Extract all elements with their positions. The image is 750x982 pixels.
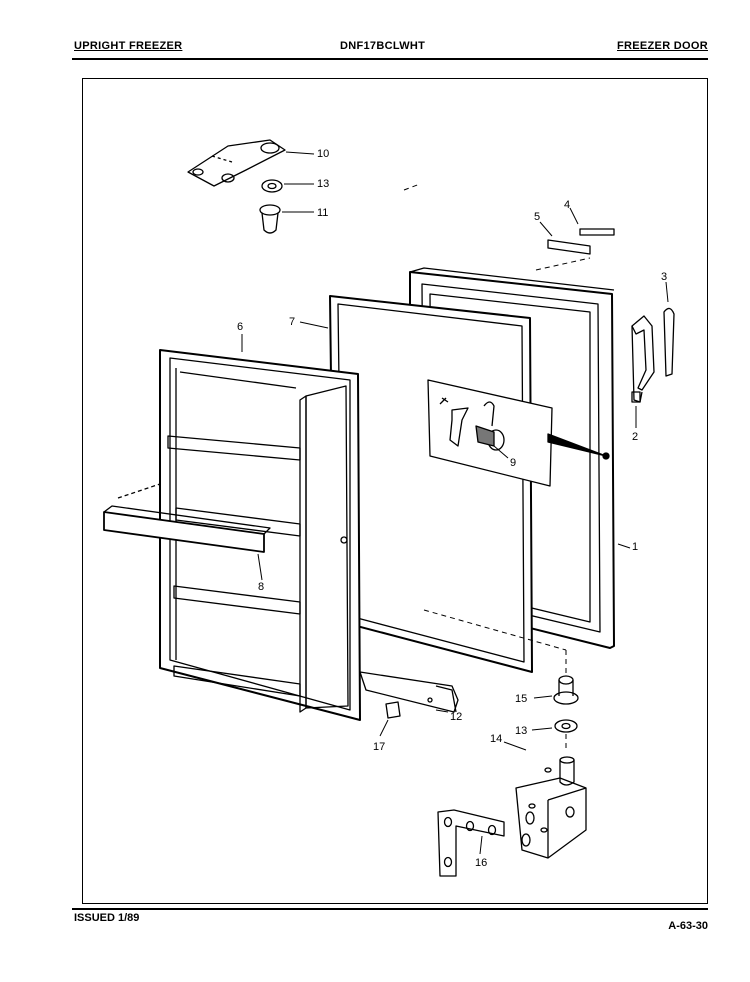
bottom-hinge-bracket-part [515, 756, 587, 859]
footer-rule [72, 908, 708, 910]
header-model-type: UPRIGHT FREEZER [74, 40, 183, 52]
l-bracket-part [437, 809, 505, 877]
spacer-block-part [547, 239, 591, 255]
callout-13-top: 13 [317, 178, 329, 190]
bottom-channel-part [359, 671, 459, 713]
callout-2: 2 [632, 431, 638, 443]
callout-6: 6 [237, 321, 243, 333]
door-stop-clip-part [385, 701, 401, 719]
top-bushing-part [259, 204, 281, 234]
handle-trim-part [663, 307, 675, 377]
callout-3: 3 [661, 271, 667, 283]
callout-4: 4 [564, 199, 570, 211]
callout-7: 7 [289, 316, 295, 328]
callout-15: 15 [515, 693, 527, 705]
callout-1: 1 [632, 541, 638, 553]
callout-13-bottom: 13 [515, 725, 527, 737]
header-model-number: DNF17BCLWHT [340, 40, 426, 52]
footer-page-code: A-63-30 [668, 920, 708, 932]
callout-17: 17 [373, 741, 385, 753]
door-handle-part [631, 315, 655, 403]
callout-5: 5 [534, 211, 540, 223]
door-shelf-bar-part [103, 483, 271, 553]
spacer-strip-part [579, 228, 615, 236]
bottom-washer-part [554, 719, 578, 733]
bottom-bushing-part [553, 675, 579, 705]
callout-leader-lines [241, 151, 669, 855]
callout-12: 12 [450, 711, 462, 723]
door-lock-detail-inset [427, 379, 610, 487]
callout-11: 11 [317, 207, 328, 219]
assembly-guide-lines [403, 183, 591, 752]
top-washer-part [261, 179, 283, 193]
callout-8: 8 [258, 581, 264, 593]
header-rule [72, 58, 708, 60]
callout-14: 14 [490, 733, 502, 745]
callout-16: 16 [475, 857, 487, 869]
footer-issued-date: ISSUED 1/89 [74, 912, 140, 924]
header-section-title: FREEZER DOOR [617, 40, 708, 52]
callout-9: 9 [510, 457, 516, 469]
diagram-frame [82, 78, 708, 904]
top-hinge-plate-part [187, 139, 286, 187]
callout-10: 10 [317, 148, 329, 160]
